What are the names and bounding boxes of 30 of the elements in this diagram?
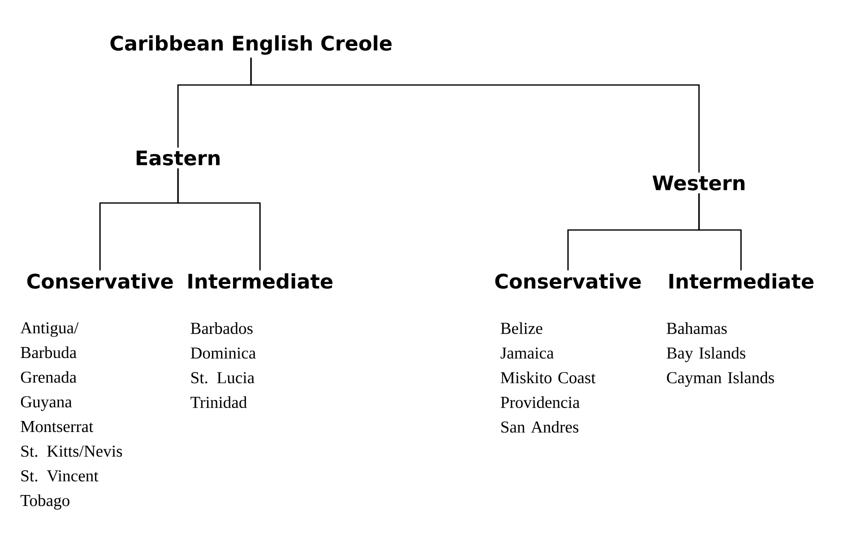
node-label: St. Lucia xyxy=(191,372,254,384)
category-heading: Conservative xyxy=(27,273,173,289)
node-label: Providencia xyxy=(500,396,580,408)
node-label: St. Kitts/Nevis xyxy=(21,446,122,457)
tree-connector xyxy=(250,58,700,173)
node-label: San Andres xyxy=(501,420,578,433)
node-label: Miskito Coast xyxy=(500,372,596,384)
node-label: Dominica xyxy=(190,347,256,359)
place-list: Antigua/ Barbuda Grenada Guyana Montserrat St. Kitts/Nevis St. Vincent Tobago xyxy=(20,322,122,510)
place-list: Barbados Dominica St. Lucia Trinidad xyxy=(190,322,256,408)
place-list: Bahamas Bay Islands Cayman Islands xyxy=(666,322,774,387)
tree-connector xyxy=(177,168,261,270)
node-label: Belize xyxy=(500,322,542,334)
node-label: Antigua/ Barbuda xyxy=(20,322,79,358)
category-heading: Conservative xyxy=(495,273,641,289)
category-heading: Intermediate xyxy=(669,273,814,289)
node-label: Jamaica xyxy=(500,347,554,359)
node-label: Montserrat xyxy=(20,421,94,432)
tree-connector xyxy=(698,193,742,270)
node-label: Barbados xyxy=(190,322,253,334)
category-heading: Caribbean English Creole xyxy=(110,35,392,55)
node-label: Trinidad xyxy=(190,396,247,408)
category-heading: Eastern xyxy=(136,150,220,166)
category-heading: Western xyxy=(652,176,744,190)
node-label: Guyana xyxy=(20,396,72,411)
node-label: Grenada xyxy=(20,371,76,383)
place-list: Belize Jamaica Miskito Coast Providencia San Andres xyxy=(500,322,596,433)
node-label: St. Vincent xyxy=(21,470,98,482)
category-heading: Intermediate xyxy=(188,273,332,289)
node-label: Tobago xyxy=(20,494,70,510)
